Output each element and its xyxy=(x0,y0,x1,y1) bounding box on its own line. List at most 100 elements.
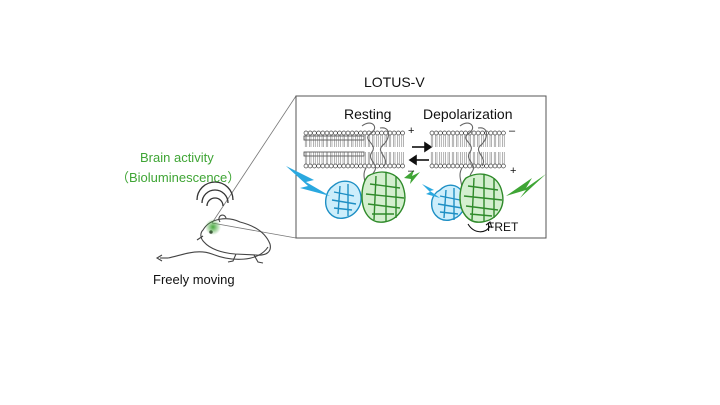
lipid-head xyxy=(337,163,342,169)
lipid-tail xyxy=(435,135,438,147)
lipid-head xyxy=(362,163,368,169)
lipid-head xyxy=(320,130,326,136)
luciferase-barrel-right xyxy=(431,184,466,221)
lipid-head xyxy=(391,163,397,169)
lipid-head xyxy=(496,163,502,169)
lipid-tail xyxy=(472,152,476,164)
lipid-tail xyxy=(401,135,404,147)
lipid-head xyxy=(488,163,494,169)
lipid-tail xyxy=(351,135,354,147)
lipid-tail xyxy=(376,152,379,164)
lipid-tail xyxy=(401,152,404,164)
lipid-head xyxy=(320,163,326,169)
lipid-tail xyxy=(313,152,316,164)
lipid-tail xyxy=(351,152,354,164)
lipid-head xyxy=(429,163,435,169)
lipid-tail xyxy=(388,152,392,164)
lipid-head xyxy=(433,163,439,169)
lipid-tail xyxy=(439,135,442,147)
lipid-head xyxy=(362,130,368,136)
lipid-head xyxy=(303,163,309,169)
lipid-head xyxy=(467,163,473,169)
lipid-tail xyxy=(498,135,501,147)
signal-waves-icon xyxy=(196,181,234,207)
lipid-tail xyxy=(309,152,312,164)
lipid-head xyxy=(450,130,456,136)
depolarization-state-label: Depolarization xyxy=(423,106,513,122)
lipid-head xyxy=(366,163,372,169)
lipid-tail xyxy=(472,135,476,147)
lipid-tail xyxy=(464,135,467,147)
lipid-tail xyxy=(493,135,497,147)
lipid-tail xyxy=(443,152,446,164)
lipid-head xyxy=(312,130,317,136)
lipid-head xyxy=(383,130,389,136)
lipid-head xyxy=(341,163,347,169)
freely-moving-label: Freely moving xyxy=(153,272,235,287)
fret-label: FRET xyxy=(487,220,519,234)
lipid-tail xyxy=(330,135,333,147)
lipid-head xyxy=(337,130,342,136)
lipid-tail xyxy=(430,135,434,147)
lipid-head xyxy=(501,163,506,169)
lipid-tail xyxy=(447,152,450,164)
lipid-head xyxy=(396,163,401,169)
lipid-head xyxy=(391,130,397,136)
lipid-tail xyxy=(464,152,467,164)
lipid-tail xyxy=(346,135,350,147)
lipid-tail xyxy=(359,152,362,164)
lipid-tail xyxy=(346,152,350,164)
lipid-head xyxy=(488,130,494,136)
lipid-tail xyxy=(304,135,308,147)
plus-sign-right: + xyxy=(510,165,517,177)
lipid-head xyxy=(463,163,468,169)
lipid-tail xyxy=(388,135,392,147)
lipid-head xyxy=(438,130,443,136)
lipid-tail xyxy=(439,152,442,164)
lipid-head xyxy=(358,130,363,136)
lipid-head xyxy=(345,130,351,136)
lipid-head xyxy=(480,130,485,136)
fluorescent-protein-barrel-right xyxy=(459,173,504,223)
lipid-head xyxy=(400,163,405,169)
lipid-tail xyxy=(325,135,329,147)
lipid-tail xyxy=(317,135,320,147)
lipid-tail xyxy=(338,152,341,164)
lipid-head xyxy=(475,163,481,169)
lipid-tail xyxy=(502,135,505,147)
lipid-tail xyxy=(456,135,459,147)
lipid-head xyxy=(475,130,481,136)
lipid-tail xyxy=(334,152,337,164)
lipid-head xyxy=(354,130,359,136)
lipid-head xyxy=(349,130,355,136)
lipid-tail xyxy=(493,152,497,164)
lipid-tail xyxy=(355,152,358,164)
lipid-tail xyxy=(447,135,450,147)
lipid-tail xyxy=(317,152,320,164)
minus-sign-left: – xyxy=(408,165,415,177)
lipid-tail xyxy=(393,152,396,164)
lipid-head xyxy=(459,130,464,136)
lipid-tail xyxy=(367,152,371,164)
lipid-head xyxy=(387,163,393,169)
lipid-tail xyxy=(363,135,366,147)
lipid-head xyxy=(375,130,380,136)
lipid-head xyxy=(429,130,435,136)
lipid-head xyxy=(400,130,405,136)
brain-glow xyxy=(205,219,221,235)
lipid-head xyxy=(328,130,334,136)
lipid-head xyxy=(496,130,502,136)
lipid-head xyxy=(471,130,477,136)
luciferase-barrel-left xyxy=(325,180,362,219)
lipid-head xyxy=(379,130,384,136)
green-lightning-icon-right xyxy=(506,174,546,198)
lipid-head xyxy=(379,163,384,169)
lipid-tail xyxy=(477,152,480,164)
lipid-head xyxy=(312,163,317,169)
zoom-line-top xyxy=(211,95,297,224)
lipid-tail xyxy=(443,135,446,147)
lipid-head xyxy=(450,163,456,169)
resting-state-label: Resting xyxy=(344,106,392,122)
lipid-tail xyxy=(330,152,333,164)
